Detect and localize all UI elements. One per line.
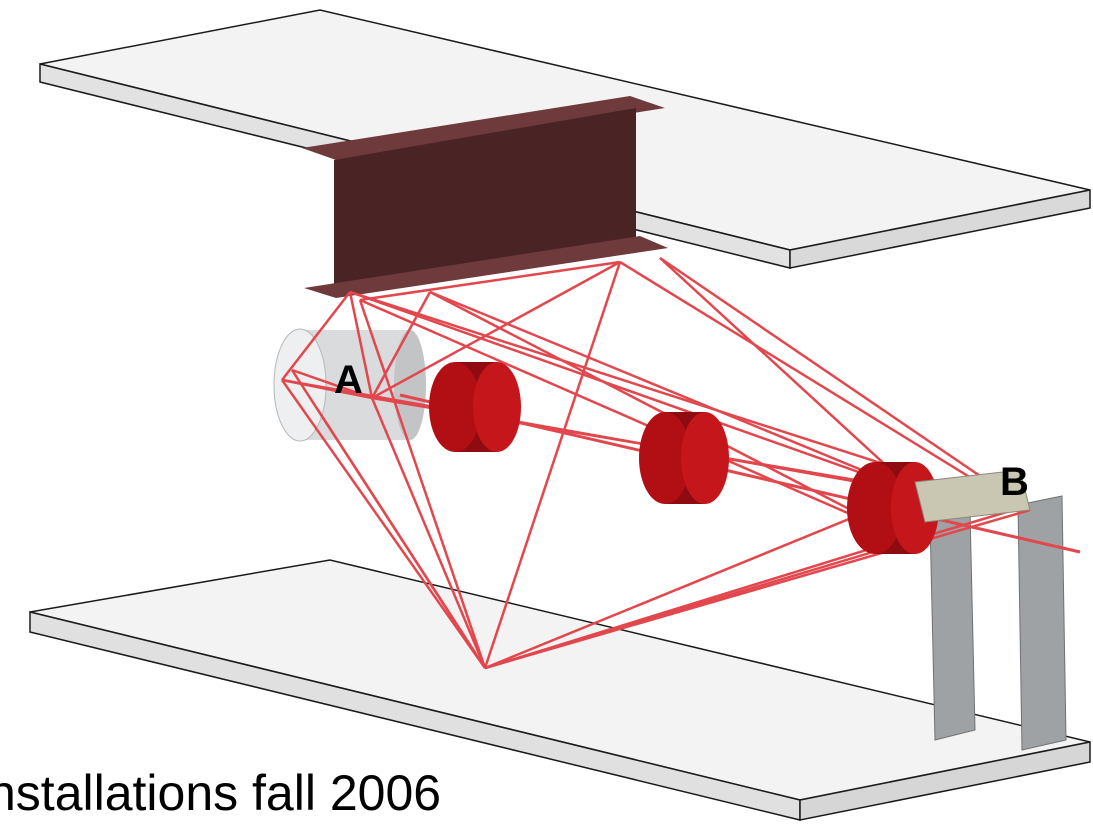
cable-4 — [349, 290, 916, 494]
cable-26 — [484, 536, 906, 670]
cable-15 — [280, 379, 487, 669]
cable-11 — [659, 256, 1031, 512]
cable-9 — [619, 260, 1021, 510]
cable-1 — [281, 291, 351, 381]
sensor-cylinder — [273, 328, 426, 442]
sensor-platform — [914, 469, 1031, 523]
cable-19 — [290, 369, 487, 669]
cable-17 — [370, 397, 487, 669]
cable-23 — [291, 368, 373, 400]
cable-2 — [348, 291, 374, 399]
cable-16 — [358, 299, 487, 669]
label-a: A — [334, 358, 363, 402]
caption-text: nstallations fall 2006 — [0, 765, 442, 821]
disk-1 — [429, 362, 521, 452]
support-posts — [929, 495, 1067, 751]
cable-6 — [429, 290, 916, 494]
i-beam — [302, 96, 668, 298]
lower-slab — [29, 559, 1091, 821]
label-b: B — [1000, 460, 1029, 504]
cable-25 — [484, 490, 916, 670]
cable-5 — [370, 291, 432, 399]
cable-12 — [659, 257, 916, 493]
disk-2 — [639, 412, 729, 504]
cable-13 — [359, 260, 621, 302]
cable-22 — [359, 298, 906, 540]
cable-27 — [484, 508, 1031, 670]
cable-8 — [371, 260, 621, 400]
cable-10 — [483, 261, 622, 669]
